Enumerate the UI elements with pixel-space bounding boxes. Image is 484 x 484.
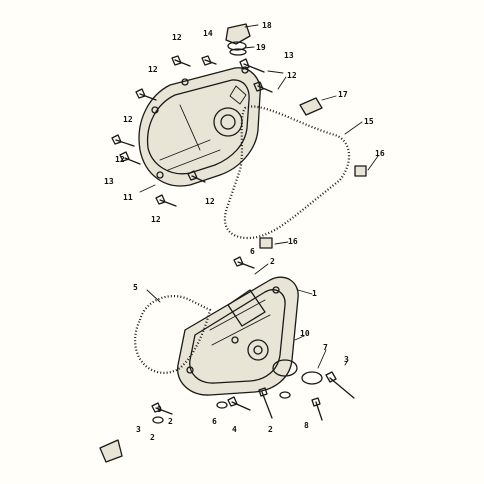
clip-icon (99, 439, 123, 463)
callout-3b: 3 (136, 425, 141, 434)
callout-2c: 2 (268, 425, 273, 434)
leader-lines (139, 24, 379, 369)
callout-8: 8 (304, 421, 309, 430)
cover-plate (301, 371, 323, 385)
callout-17: 17 (338, 90, 348, 99)
callout-2a: 2 (270, 257, 275, 266)
callout-18: 18 (262, 21, 272, 30)
callout-12c: 12 (287, 71, 297, 80)
long-bolt (325, 371, 355, 399)
callout-12a: 12 (172, 33, 182, 42)
callout-5: 5 (133, 283, 138, 292)
lower-gasket (134, 295, 212, 374)
crankcase-cover-lower (177, 276, 299, 396)
callout-2d: 2 (150, 433, 155, 442)
callout-12g: 12 (151, 215, 161, 224)
callout-labels: 18 19 14 12 13 12 12 17 12 15 16 12 13 1… (104, 21, 385, 442)
crankcase-cover-upper (138, 66, 261, 187)
callout-12e: 12 (115, 155, 125, 164)
callout-14: 14 (203, 29, 213, 38)
callout-11: 11 (123, 193, 133, 202)
callout-2b: 2 (168, 417, 173, 426)
callout-13a: 13 (284, 51, 294, 60)
callout-16a: 16 (375, 149, 385, 158)
upper-cover-bolts (111, 55, 273, 207)
callout-6b: 6 (212, 417, 217, 426)
cover-gasket (223, 105, 351, 240)
lower-washers (152, 391, 291, 424)
dowel-pin (299, 97, 323, 116)
bushings (259, 165, 367, 249)
callout-19: 19 (256, 43, 266, 52)
callout-4: 4 (232, 425, 237, 434)
callout-12b: 12 (148, 65, 158, 74)
callout-3: 3 (344, 355, 349, 364)
callout-7: 7 (323, 343, 328, 352)
callout-6: 6 (250, 247, 255, 256)
callout-9: 9 (157, 405, 162, 414)
callout-10: 10 (300, 329, 310, 338)
callout-12d: 12 (123, 115, 133, 124)
callout-16b: 16 (288, 237, 298, 246)
callout-12f: 12 (205, 197, 215, 206)
washer-plate (272, 359, 298, 377)
callout-13b: 13 (104, 177, 114, 186)
callout-1: 1 (312, 289, 317, 298)
oil-filler-cap (225, 23, 251, 51)
lower-cover-bolts (151, 256, 323, 421)
callout-15: 15 (364, 117, 374, 126)
o-ring (229, 48, 247, 56)
